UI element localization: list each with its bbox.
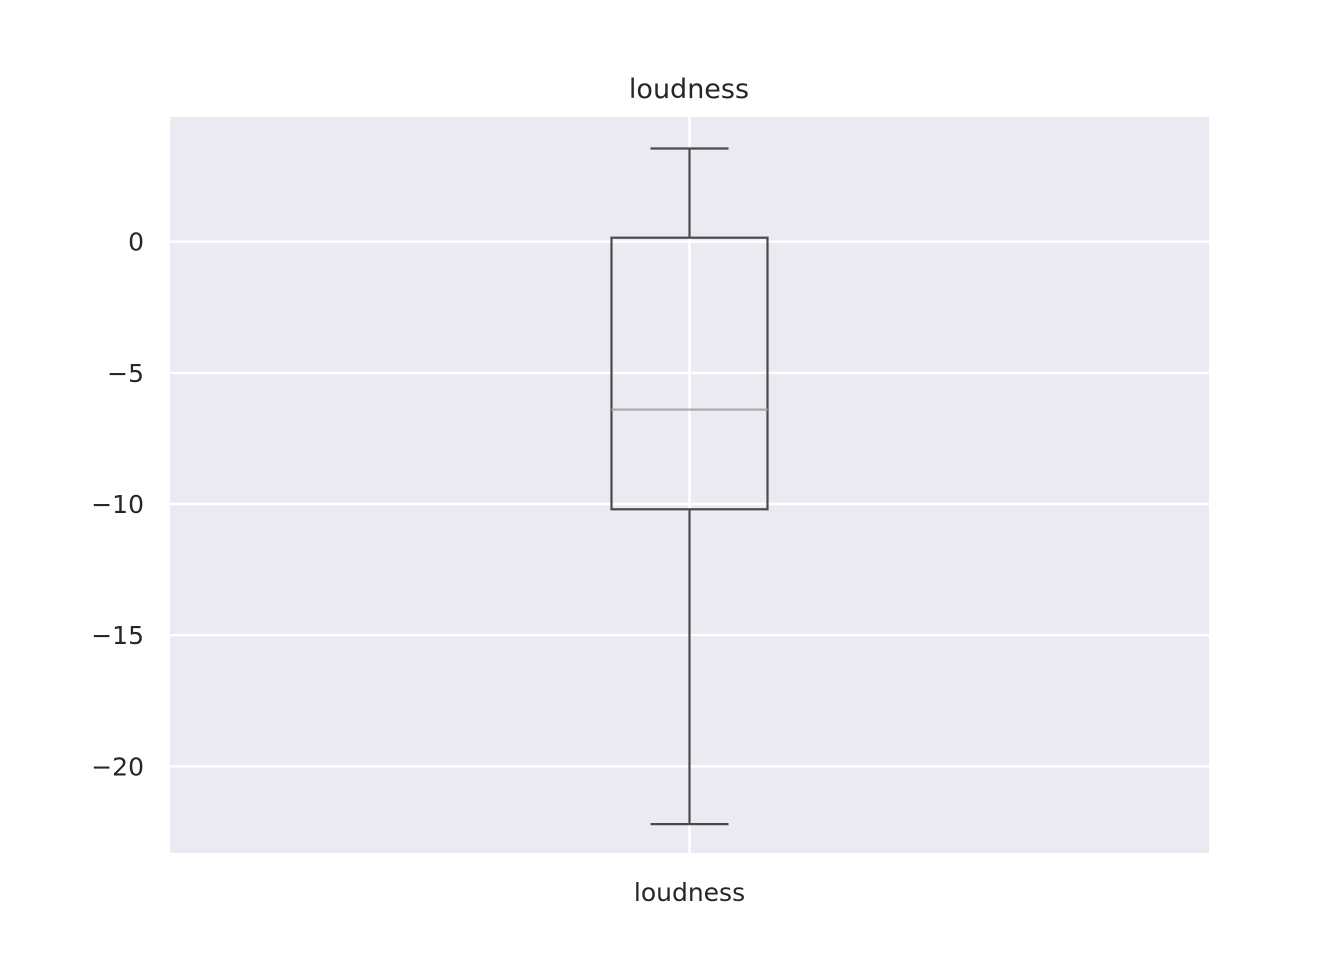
- y-tick-label: −10: [91, 490, 144, 519]
- interquartile-box: [610, 236, 769, 511]
- chart-title: loudness: [629, 74, 749, 105]
- y-tick-label: −15: [91, 621, 144, 650]
- y-tick-label: −20: [91, 752, 144, 781]
- y-tick-label: 0: [128, 228, 144, 257]
- y-axis-ticks: 0 −5 −10 −15 −20: [91, 228, 144, 782]
- box-group: [610, 147, 769, 826]
- x-axis-ticks: loudness: [634, 878, 745, 907]
- x-tick-label: loudness: [634, 878, 745, 907]
- y-tick-label: −5: [107, 359, 144, 388]
